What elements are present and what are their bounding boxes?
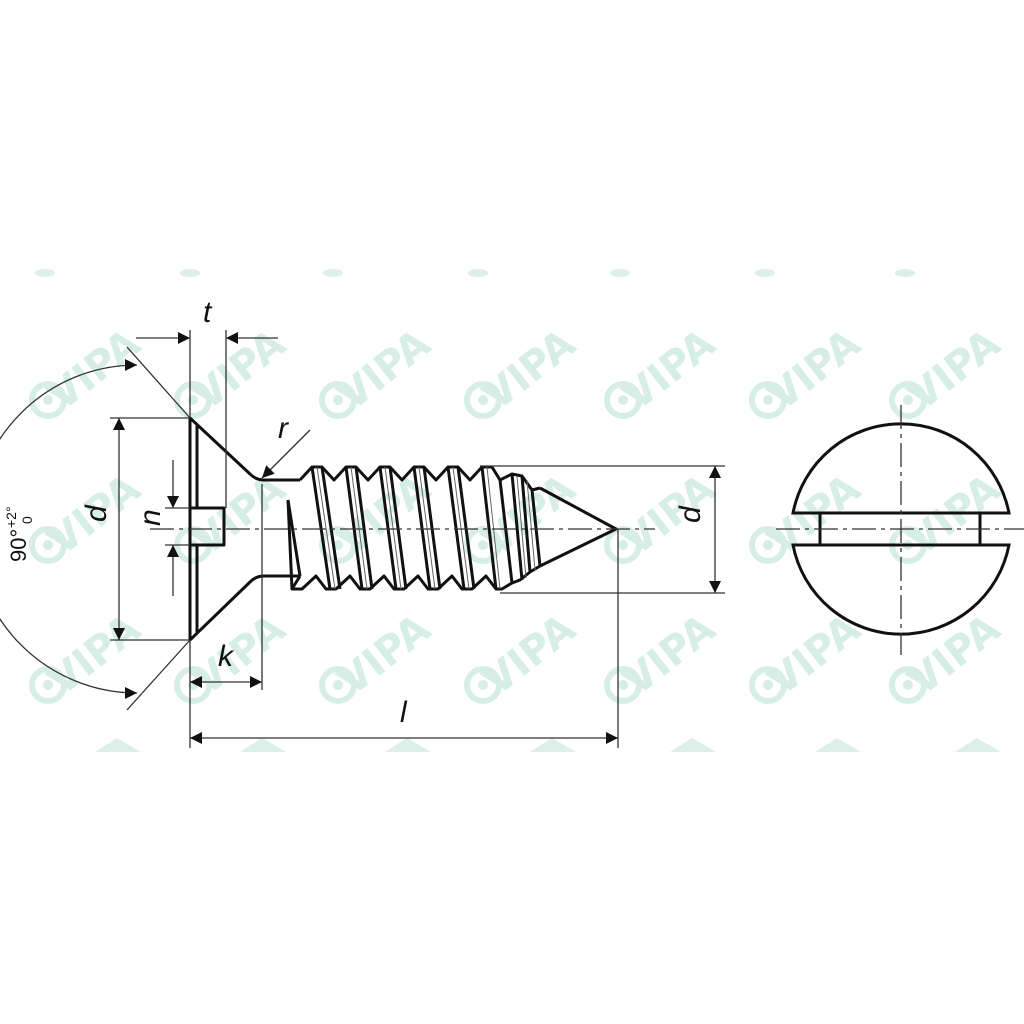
label-r: r [278, 412, 289, 445]
dimension-lines [0, 330, 725, 748]
label-d-thread: d [674, 505, 707, 523]
label-t: t [203, 296, 213, 329]
svg-text:+2°: +2° [3, 506, 19, 528]
watermark-row-3 [32, 606, 1009, 705]
watermark-layer [32, 269, 1009, 752]
label-l: l [400, 696, 408, 729]
svg-text:0: 0 [19, 516, 35, 524]
label-k: k [218, 640, 235, 673]
screw-side-view [188, 416, 618, 642]
screw-head [188, 416, 300, 642]
label-d-head: d [80, 504, 113, 522]
dimension-labels: t r d n k l d 90° +2° 0 [3, 296, 707, 729]
svg-text:90°: 90° [6, 529, 31, 562]
label-angle: 90° +2° 0 [3, 506, 35, 562]
label-n: n [134, 509, 167, 526]
head-center-lines [776, 405, 1024, 655]
screw-thread [286, 465, 618, 591]
